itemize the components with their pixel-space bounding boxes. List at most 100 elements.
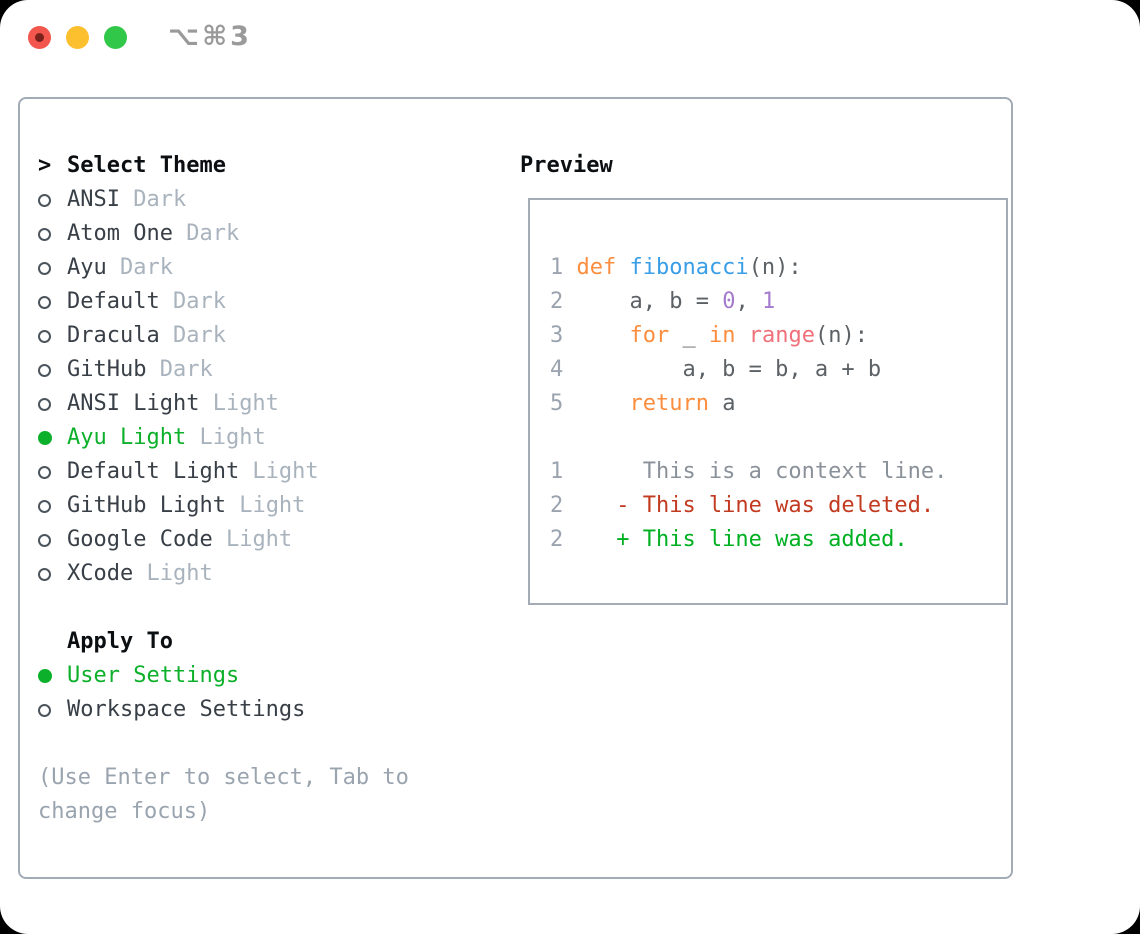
radio-icon: [38, 431, 52, 445]
option-label: ANSI: [67, 187, 120, 212]
code-line: [550, 421, 1006, 455]
theme-option-github[interactable]: GitHub Dark: [38, 353, 470, 387]
option-label: ANSI Light: [67, 391, 200, 416]
theme-option-google-code[interactable]: Google Code Light: [38, 523, 470, 557]
preview-title: Preview: [520, 153, 613, 178]
option-label: Default Light: [67, 459, 240, 484]
radio-icon: [38, 499, 51, 513]
code-text: + This line was added.: [576, 523, 907, 557]
code-segment: return: [629, 391, 709, 416]
code-line: 1 This is a context line.: [550, 455, 1006, 489]
code-segment: a, b =: [576, 289, 723, 314]
line-number: 2: [550, 289, 564, 314]
option-tag: Light: [199, 391, 279, 416]
minimize-button[interactable]: [66, 26, 89, 49]
option-label: Dracula: [67, 323, 160, 348]
option-tag: Dark: [119, 187, 187, 212]
theme-option-list: ANSI Dark Atom One Dark Ayu Dark Default…: [38, 183, 470, 591]
code-segment: 0: [722, 289, 736, 314]
code-segment: This is a context line.: [576, 459, 948, 484]
radio-icon: [38, 465, 51, 479]
code-segment: def: [576, 255, 630, 280]
theme-option-ayu-light[interactable]: Ayu Light Light: [38, 421, 470, 455]
window-shortcut-label: ⌥⌘3: [168, 21, 252, 52]
close-button[interactable]: [28, 26, 51, 49]
code-segment: [735, 323, 748, 348]
option-label: Google Code: [67, 527, 213, 552]
help-text: (Use Enter to select, Tab to change focu…: [38, 765, 409, 824]
theme-option-atom-one[interactable]: Atom One Dark: [38, 217, 470, 251]
option-label: Atom One: [67, 221, 173, 246]
focus-caret-icon: >: [38, 153, 52, 178]
theme-option-default-light[interactable]: Default Light Light: [38, 455, 470, 489]
option-label: XCode: [67, 561, 134, 586]
zoom-button[interactable]: [104, 26, 127, 49]
theme-option-ansi-light[interactable]: ANSI Light Light: [38, 387, 470, 421]
radio-icon: [38, 261, 51, 275]
option-tag: Dark: [159, 323, 226, 348]
code-segment: + This line was added.: [576, 527, 908, 552]
code-text: return a: [576, 387, 735, 421]
code-segment: [576, 323, 629, 348]
code-segment: [576, 391, 629, 416]
apply-to-header-row: Apply To: [38, 625, 470, 659]
option-label: Ayu: [67, 255, 107, 280]
option-tag: Light: [133, 561, 213, 586]
code-segment: a, b = b, a + b: [576, 357, 882, 382]
radio-icon: [38, 363, 51, 377]
preview-code-box: 1 def fibonacci(n): 2 a, b = 0, 1 3 for …: [528, 198, 1008, 605]
radio-icon: [38, 703, 51, 717]
option-label: GitHub: [67, 357, 147, 382]
line-number: 2: [550, 527, 564, 552]
theme-option-default[interactable]: Default Dark: [38, 285, 470, 319]
code-segment: range: [748, 323, 815, 348]
option-tag: Dark: [106, 255, 173, 280]
option-tag: Light: [225, 493, 306, 518]
theme-option-github-light[interactable]: GitHub Light Light: [38, 489, 470, 523]
radio-icon: [38, 567, 51, 581]
apply-option-workspace-settings[interactable]: Workspace Settings: [38, 693, 470, 727]
apply-to-option-list: User Settings Workspace Settings: [38, 659, 470, 727]
code-text: for _ in range(n):: [576, 319, 867, 353]
option-tag: Dark: [159, 289, 226, 314]
code-line: 3 for _ in range(n):: [550, 319, 1006, 353]
radio-icon: [38, 329, 51, 343]
code-segment: (n):: [814, 323, 868, 348]
option-tag: Dark: [146, 357, 213, 382]
option-label: Workspace Settings: [67, 697, 306, 722]
code-segment: _: [669, 323, 709, 348]
code-segment: 1: [761, 289, 776, 314]
code-text: This is a context line.: [576, 455, 948, 489]
apply-option-user-settings[interactable]: User Settings: [38, 659, 470, 693]
code-text: a, b = b, a + b: [576, 353, 881, 387]
code-line: 4 a, b = b, a + b: [550, 353, 1006, 387]
theme-option-dracula[interactable]: Dracula Dark: [38, 319, 470, 353]
code-segment: - This line was deleted.: [576, 493, 935, 518]
preview-column: Preview 1 def fibonacci(n): 2 a, b = 0, …: [500, 149, 1008, 605]
theme-option-ansi[interactable]: ANSI Dark: [38, 183, 470, 217]
option-label: Default: [67, 289, 160, 314]
option-tag: Light: [186, 425, 266, 450]
code-line: 5 return a: [550, 387, 1006, 421]
radio-icon: [38, 295, 51, 309]
radio-icon: [38, 227, 51, 241]
theme-option-xcode[interactable]: XCode Light: [38, 557, 470, 591]
apply-to-section: Apply To User Settings Workspace Setting…: [38, 625, 470, 727]
theme-column: > Select Theme ANSI Dark Atom One Dark A…: [38, 149, 470, 829]
code-segment: (n):: [748, 255, 802, 280]
code-text: - This line was deleted.: [576, 489, 934, 523]
theme-option-ayu[interactable]: Ayu Dark: [38, 251, 470, 285]
radio-icon: [38, 193, 51, 207]
radio-icon: [38, 533, 51, 547]
code-line: 2 a, b = 0, 1: [550, 285, 1006, 319]
line-number: 1: [550, 459, 564, 484]
code-line: 2 + This line was added.: [550, 523, 1006, 557]
select-theme-header: Select Theme: [67, 153, 226, 178]
line-number: 3: [550, 323, 564, 348]
radio-icon: [38, 397, 51, 411]
option-tag: Light: [239, 459, 319, 484]
code-segment: for: [629, 323, 670, 348]
select-theme-header-row: > Select Theme: [38, 149, 470, 183]
code-line: 1 def fibonacci(n):: [550, 251, 1006, 285]
